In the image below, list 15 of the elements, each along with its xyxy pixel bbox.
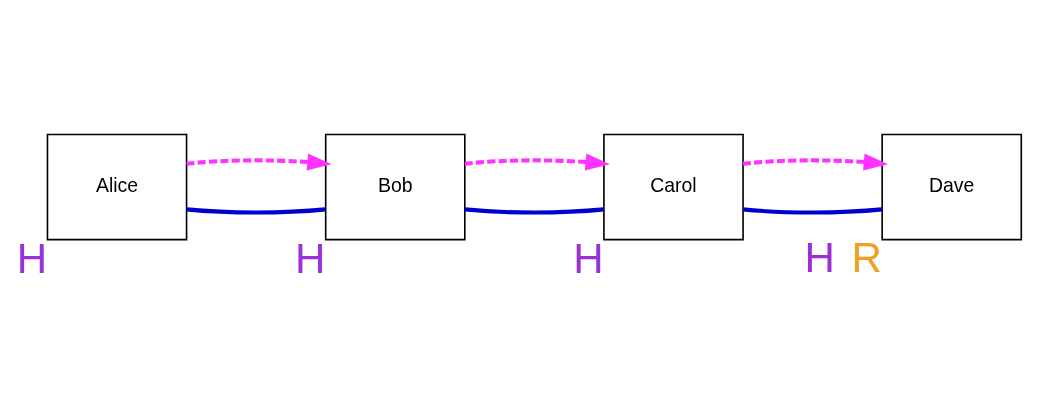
node-box: Bob <box>324 133 466 240</box>
connector <box>464 206 604 215</box>
connector <box>186 206 326 215</box>
node-box: Alice <box>46 133 188 240</box>
node-label: H <box>16 234 48 282</box>
node-box: Dave <box>881 133 1023 240</box>
arrow <box>464 153 610 170</box>
connector <box>742 206 883 215</box>
node-box: Carol <box>603 133 744 240</box>
node-label: H <box>573 234 604 282</box>
arrow <box>186 153 332 170</box>
node-label: H <box>804 233 835 281</box>
node-label: R <box>851 233 882 281</box>
node-label: H <box>294 234 326 282</box>
arrow <box>742 153 889 170</box>
